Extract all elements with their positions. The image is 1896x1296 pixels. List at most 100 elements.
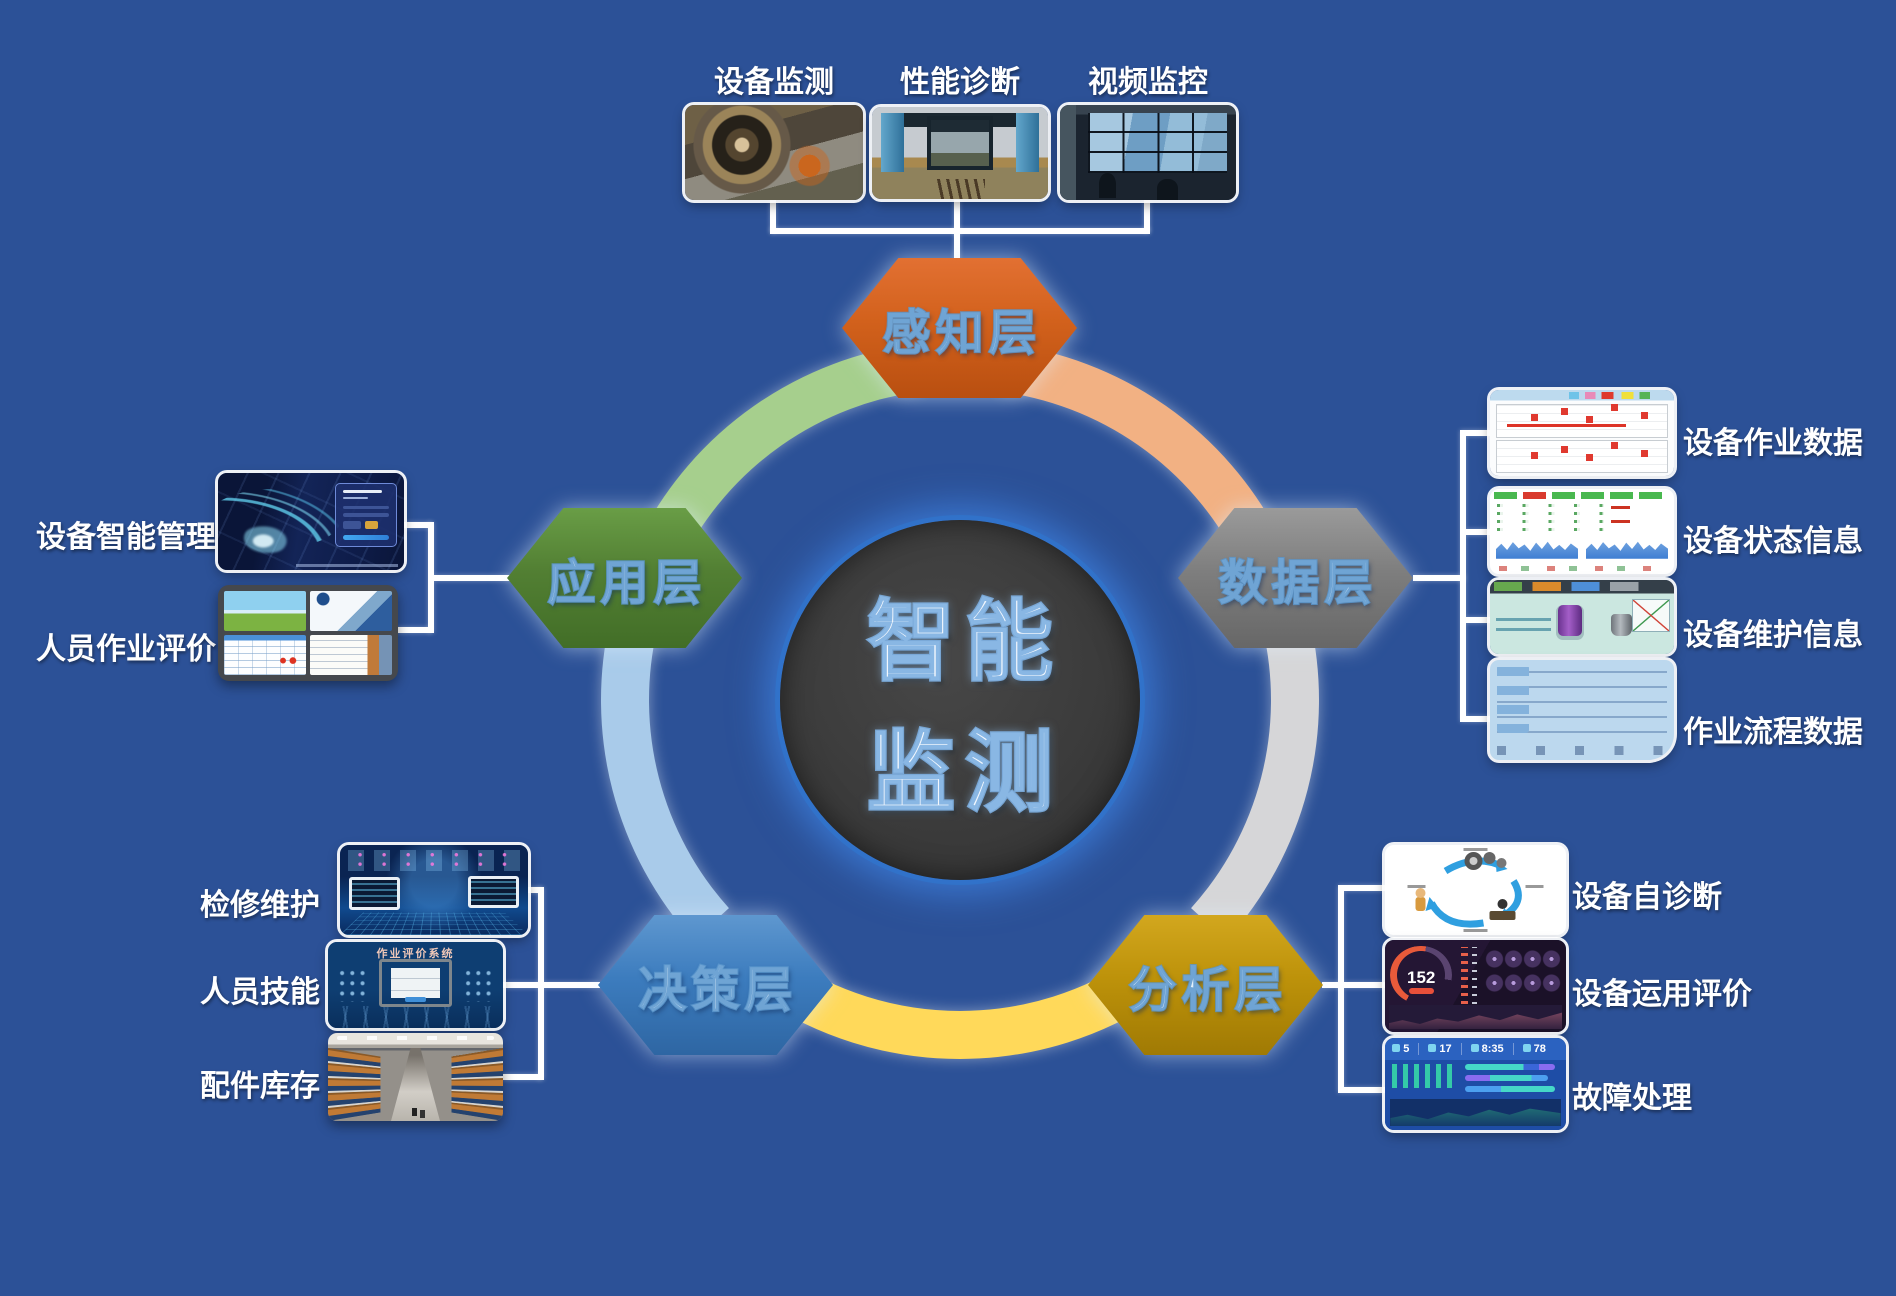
area-chart xyxy=(1585,541,1669,559)
connector-line xyxy=(403,522,431,528)
tick-column xyxy=(1461,947,1469,1012)
shed-column xyxy=(880,113,904,173)
connector-line xyxy=(770,200,776,232)
tick-column xyxy=(1471,947,1478,1012)
connector-line xyxy=(1466,529,1494,535)
connector-line xyxy=(538,887,544,1080)
ring-arc-gray xyxy=(1190,619,1319,941)
copyright-bar xyxy=(296,564,399,568)
connector-line xyxy=(434,575,512,581)
ring-arc-blue xyxy=(601,619,730,941)
perception-layer-label: 感知层 xyxy=(881,306,1042,361)
hexagon-analysis-layer: 分析层 xyxy=(1088,915,1323,1055)
center-title-line1: 智能 xyxy=(866,591,1063,693)
data-layer-label: 数据层 xyxy=(1217,556,1378,611)
screen-quadrant xyxy=(224,591,306,631)
center-title-line2: 监测 xyxy=(866,722,1063,824)
connector-line xyxy=(1466,617,1494,623)
connector-line xyxy=(397,627,431,633)
login-title-bar xyxy=(343,489,382,493)
line-chart-strip xyxy=(1390,1098,1561,1127)
connector-line xyxy=(1460,430,1466,722)
stat-icon xyxy=(1392,1043,1401,1052)
label-equipment-smart-management: 设备智能管理 xyxy=(36,521,216,554)
shed-opening xyxy=(926,116,994,170)
rail-tracks xyxy=(935,178,985,199)
stat-value: 8:35 xyxy=(1460,1042,1504,1055)
scada-trend-chart xyxy=(1631,599,1671,633)
process-footer xyxy=(1497,746,1667,755)
captcha-input xyxy=(343,521,362,530)
connector-line xyxy=(527,887,541,893)
login-button xyxy=(343,535,389,540)
status-bar xyxy=(1464,1063,1556,1071)
scada-header-buttons xyxy=(1493,581,1671,591)
thumb-equipment-status-info xyxy=(1490,489,1674,574)
stat-value: 17 xyxy=(1418,1042,1452,1055)
label-repair-maintenance: 检修维护 xyxy=(200,889,320,922)
hexagon-perception-layer: 感知层 xyxy=(842,258,1077,398)
thumb-equipment-work-data xyxy=(1490,390,1674,476)
label-equipment-work-data: 设备作业数据 xyxy=(1683,427,1863,460)
perspective-grid-floor xyxy=(340,912,528,935)
floating-icons xyxy=(336,967,369,1003)
thumb-performance-diagnosis xyxy=(872,107,1048,199)
diagnosis-cycle-diagram xyxy=(1407,848,1544,932)
connector-line xyxy=(1466,716,1494,722)
thumb-work-process-data xyxy=(1490,660,1674,760)
connector-line xyxy=(770,228,1150,234)
hexagon-decision-layer: 决策层 xyxy=(598,915,833,1055)
floating-screen xyxy=(349,877,401,910)
toolbar-chips xyxy=(1569,392,1671,400)
status-bar xyxy=(1464,1085,1556,1093)
thumb-equipment-self-diagnosis xyxy=(1385,845,1566,935)
center-title-circle: 智能 监测 xyxy=(780,520,1140,880)
connector-line xyxy=(954,230,960,260)
hexagon-application-layer: 应用层 xyxy=(507,508,742,648)
train-glow xyxy=(244,523,293,553)
label-device-monitoring: 设备监测 xyxy=(714,66,834,99)
captcha-row xyxy=(343,521,388,530)
form-button xyxy=(405,997,426,1003)
thumb-video-surveillance xyxy=(1060,105,1236,200)
chart-panel xyxy=(1495,403,1669,439)
screen-title: 作业评价系统 xyxy=(376,948,455,961)
alarm-text xyxy=(1611,506,1630,510)
thumb-equipment-smart-management xyxy=(218,473,404,570)
label-equipment-maintenance-info: 设备维护信息 xyxy=(1683,619,1863,652)
label-personnel-skills: 人员技能 xyxy=(200,976,320,1009)
trend-area xyxy=(1388,1012,1563,1030)
area-chart xyxy=(1495,541,1579,559)
status-buttons xyxy=(1493,491,1671,500)
scada-pipes xyxy=(1495,618,1551,638)
ceiling-lights xyxy=(336,1035,495,1041)
label-fault-handling: 故障处理 xyxy=(1572,1082,1692,1115)
red-markers xyxy=(1530,413,1538,421)
hexagon-data-layer: 数据层 xyxy=(1178,508,1413,648)
trend-strip xyxy=(1388,1005,1563,1030)
connector-line xyxy=(1466,430,1494,436)
decision-layer-label: 决策层 xyxy=(637,963,798,1018)
chart-panel xyxy=(1495,439,1669,473)
screen-quadrant xyxy=(224,635,306,675)
stat-row: 5 17 8:35 78 xyxy=(1392,1041,1562,1057)
thumb-fault-handling: 5 17 8:35 78 xyxy=(1385,1038,1566,1130)
shed-column xyxy=(1016,113,1040,173)
label-video-surveillance: 视频监控 xyxy=(1088,66,1208,99)
process-step-pills xyxy=(1497,665,1529,733)
status-bar xyxy=(1464,1074,1548,1082)
connector-line xyxy=(1344,1087,1386,1093)
analysis-layer-label: 分析层 xyxy=(1127,963,1288,1018)
connector-line xyxy=(1344,982,1386,988)
gauge-badge xyxy=(1408,987,1434,995)
label-spare-parts-inventory: 配件库存 xyxy=(200,1070,320,1103)
label-equipment-status-info: 设备状态信息 xyxy=(1683,525,1863,558)
connector-line xyxy=(544,982,600,988)
connector-line xyxy=(502,982,541,988)
label-performance-diagnosis: 性能诊断 xyxy=(900,66,1020,99)
scada-tank-purple xyxy=(1558,605,1582,637)
label-equipment-self-diagnosis: 设备自诊断 xyxy=(1572,881,1722,914)
thumb-personnel-skills: 作业评价系统 xyxy=(328,942,503,1028)
ring-arc-yellow xyxy=(759,957,1161,1059)
